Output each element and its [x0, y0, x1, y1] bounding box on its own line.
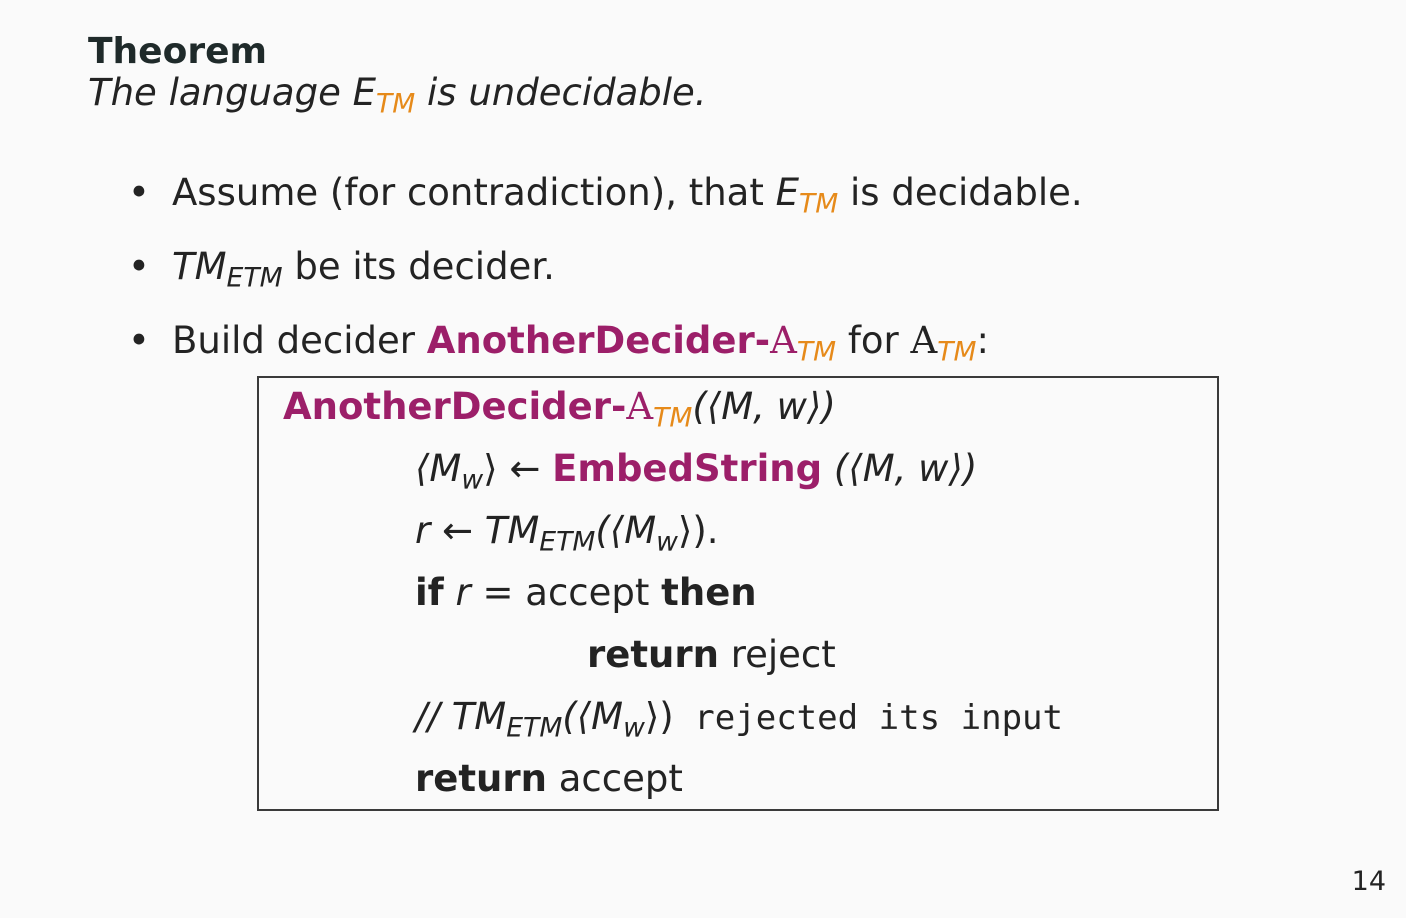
keyword-return: return: [415, 757, 547, 800]
atm-base: A: [626, 385, 654, 428]
theorem-statement-prefix: The language: [88, 71, 353, 114]
decider-name: AnotherDecider-: [426, 319, 771, 362]
bullet-text: Assume (for contradiction), that: [172, 171, 776, 214]
code-text: ←: [430, 509, 485, 552]
theorem-statement-suffix: is undecidable.: [415, 71, 707, 114]
algorithm-name: AnotherDecider-: [283, 385, 627, 428]
language-subscript: TM: [799, 188, 839, 220]
algorithm-line-if: if r = accept then: [415, 570, 757, 616]
code-text: ⟩).: [677, 509, 719, 552]
bullet-dot: •: [128, 171, 150, 214]
keyword-then: then: [661, 571, 757, 614]
theorem-title: Theorem: [88, 31, 268, 72]
code-text: accept: [546, 757, 683, 800]
bullet-dot: •: [128, 245, 150, 288]
code-text: r: [415, 509, 431, 552]
algorithm-header: AnotherDecider-ATM(⟨M, w⟩): [283, 384, 836, 441]
bullet-text: for: [836, 319, 911, 362]
bullet-text: be its decider.: [282, 245, 555, 288]
keyword-return: return: [587, 633, 719, 676]
code-text: ⟩): [644, 695, 674, 738]
atm-subscript: TM: [653, 402, 693, 434]
language-base: E: [352, 71, 376, 114]
tm-base: TM: [451, 695, 507, 738]
comment-text: rejected its input: [673, 698, 1064, 738]
algorithm-line-return-reject: return reject: [587, 632, 836, 678]
code-text: (⟨M: [562, 695, 624, 738]
bullet-dot: •: [128, 319, 150, 362]
tm-base: TM: [172, 245, 227, 288]
tm-subscript: ETM: [226, 262, 283, 294]
bullet-text: Build decider: [172, 319, 427, 362]
algorithm-line-return-accept: return accept: [415, 756, 683, 802]
code-subscript: w: [461, 464, 484, 496]
algorithm-line-embed: ⟨Mw⟩ ← EmbedString (⟨M, w⟩): [415, 446, 977, 503]
atm-base: A: [910, 319, 938, 362]
comment-marker: //: [415, 695, 452, 738]
code-subscript: w: [623, 712, 645, 744]
atm-base: A: [770, 319, 797, 362]
code-text: = accept: [470, 571, 662, 614]
algorithm-line-comment: // TMETM(⟨Mw⟩) rejected its input: [415, 694, 1063, 751]
atm-subscript: TM: [796, 336, 837, 368]
keyword-if: if: [415, 571, 444, 614]
language-base: E: [775, 171, 800, 214]
atm-subscript: TM: [937, 336, 977, 368]
bullet-item-assume: • Assume (for contradiction), that ETM is…: [128, 170, 1083, 227]
bullet-item-decider: • TMETM be its decider.: [128, 244, 555, 301]
language-subscript: TM: [376, 88, 416, 120]
code-text: ⟩ ←: [483, 447, 553, 490]
code-text: r: [443, 571, 471, 614]
bullet-item-build: •Build decider AnotherDecider-ATM for AT…: [128, 318, 989, 375]
theorem-statement: The language ETM is undecidable.: [88, 70, 707, 127]
code-text: (⟨M, w⟩): [822, 447, 978, 490]
tm-base: TM: [484, 509, 540, 552]
tm-subscript: ETM: [506, 712, 563, 744]
page-number: 14: [1351, 866, 1386, 897]
function-name: EmbedString: [552, 447, 823, 490]
algorithm-line-run: r ← TMETM(⟨Mw⟩).: [415, 508, 719, 565]
bullet-text: is decidable.: [838, 171, 1083, 214]
code-text: reject: [718, 633, 836, 676]
code-subscript: w: [656, 526, 678, 558]
code-text: (⟨M: [595, 509, 657, 552]
code-text: ⟨M: [415, 447, 462, 490]
algorithm-box: AnotherDecider-ATM(⟨M, w⟩) ⟨Mw⟩ ← EmbedS…: [257, 376, 1219, 811]
bullet-text: :: [976, 319, 989, 362]
language-name: ETM: [352, 71, 416, 119]
algorithm-args: (⟨M, w⟩): [692, 385, 836, 428]
tm-subscript: ETM: [539, 526, 596, 558]
